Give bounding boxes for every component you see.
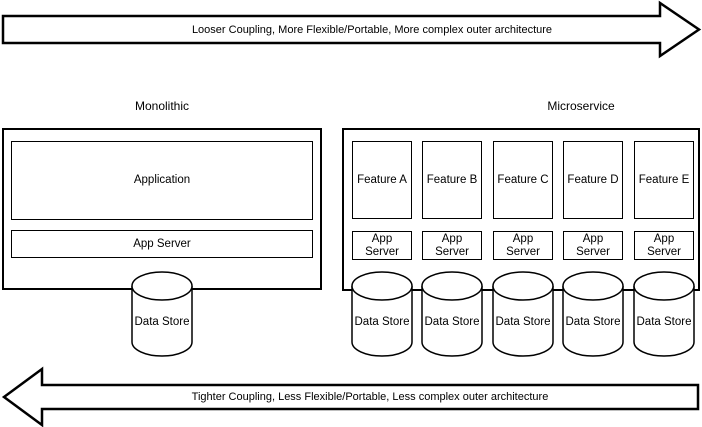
- bottom-arrow-label: Tighter Coupling, Less Flexible/Portable…: [191, 391, 549, 403]
- app-server-label-1: App Server: [353, 232, 411, 259]
- feature-box-a: Feature A: [352, 141, 412, 219]
- app-server-box-5: App Server: [634, 231, 694, 260]
- app-server-text-2: App Server: [435, 232, 469, 258]
- app-server-box-3: App Server: [493, 231, 553, 260]
- data-store-cylinder-1: [351, 271, 413, 357]
- feature-e-label: Feature E: [638, 173, 690, 186]
- app-server-text-4: App Server: [576, 232, 610, 258]
- monolithic-app-server-label: App Server: [133, 237, 191, 250]
- feature-box-d: Feature D: [563, 141, 623, 219]
- data-store-cylinder-2: [421, 271, 483, 357]
- data-store-cylinder-3: [492, 271, 554, 357]
- app-server-box-4: App Server: [563, 231, 623, 260]
- monolithic-app-server-box: App Server: [11, 230, 313, 258]
- data-store-label-3: Data Store: [495, 316, 551, 328]
- feature-d-label: Feature D: [567, 173, 619, 186]
- data-store-cylinder-5: [633, 271, 695, 357]
- feature-c-label: Feature C: [497, 173, 549, 186]
- data-store-cylinder-4: [562, 271, 624, 357]
- application-box: Application: [11, 141, 313, 220]
- bottom-left-arrow-shape: [1, 366, 700, 427]
- application-label: Application: [133, 174, 191, 186]
- feature-box-c: Feature C: [493, 141, 553, 219]
- feature-a-label: Feature A: [357, 173, 407, 186]
- app-server-label-2: App Server: [423, 232, 481, 259]
- data-store-label-5: Data Store: [636, 316, 692, 328]
- data-store-label-1: Data Store: [354, 316, 410, 328]
- feature-b-label: Feature B: [426, 173, 478, 186]
- app-server-box-2: App Server: [422, 231, 482, 260]
- feature-box-e: Feature E: [634, 141, 694, 219]
- top-right-arrow-shape: [1, 0, 702, 59]
- app-server-text-5: App Server: [647, 232, 681, 258]
- monolithic-title: Monolithic: [134, 99, 190, 113]
- app-server-text-1: App Server: [365, 232, 399, 258]
- top-arrow-label: Looser Coupling, More Flexible/Portable,…: [191, 23, 553, 36]
- monolithic-data-store-cylinder: [131, 271, 193, 357]
- app-server-label-4: App Server: [564, 232, 622, 259]
- feature-box-b: Feature B: [422, 141, 482, 219]
- data-store-label-4: Data Store: [565, 316, 621, 328]
- monolithic-data-store-label: Data Store: [134, 316, 190, 328]
- app-server-label-5: App Server: [635, 232, 693, 259]
- microservice-title: Microservice: [547, 99, 615, 113]
- app-server-text-3: App Server: [506, 232, 540, 258]
- data-store-label-2: Data Store: [424, 316, 480, 328]
- app-server-label-3: App Server: [494, 232, 552, 259]
- app-server-box-1: App Server: [352, 231, 412, 260]
